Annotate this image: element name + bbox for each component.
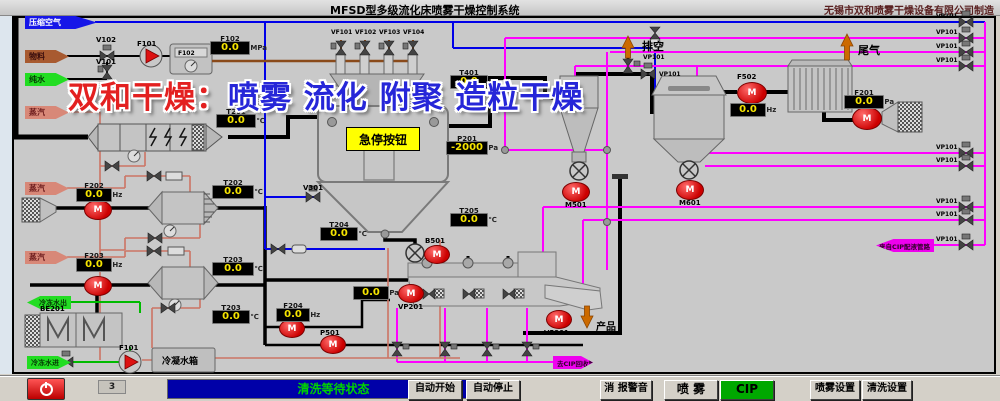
valve-label-vf101: VF101: [331, 29, 353, 36]
motor-label-p501: P501: [320, 329, 340, 337]
valve-label-vp101-r5: VP101: [936, 144, 958, 151]
arrow-cip-return: 去CIP回收管路: [553, 356, 593, 369]
product-label: 产品: [596, 322, 616, 333]
spray-button[interactable]: 喷 雾: [664, 380, 718, 400]
valve-label-vp101-r9: VP101: [936, 236, 958, 243]
arrow-chilled-in: 冷冻水进: [27, 356, 71, 369]
unit-label-be201: BE201: [40, 305, 65, 313]
pump-label-f101: F101: [137, 40, 157, 48]
watermark-blue: 喷雾 流化 附聚 造粒干燥: [228, 80, 584, 116]
power-button[interactable]: [27, 378, 65, 400]
window-title: MFSD型多级流化床喷雾干燥控制系统: [330, 4, 520, 17]
pump-p501: M: [320, 335, 346, 354]
motor-b501: M: [424, 245, 450, 264]
valve-label-vf103: VF103: [379, 29, 401, 36]
valve-label-v101: V101: [96, 58, 117, 66]
motor-v5201: M: [546, 310, 572, 329]
motor-label-f502: F502: [737, 73, 757, 81]
auto-stop-button[interactable]: 自动停止: [466, 380, 520, 400]
motor-label-b501: B501: [425, 237, 445, 245]
fan-f502: M: [737, 82, 767, 104]
arrow-material: 物料: [25, 50, 69, 63]
motor-label-vp201: VP201: [398, 303, 424, 311]
valve-label-vf104: VF104: [403, 29, 425, 36]
condensate-tank-label: 冷凝水箱: [162, 357, 199, 367]
valve-label-vp101-r4: VP101: [936, 57, 958, 64]
valve-label-vp101-r3: VP101: [936, 43, 958, 50]
motor-m501: M: [562, 182, 590, 202]
motor-m601: M: [676, 180, 704, 200]
counter-box: 3: [98, 380, 126, 394]
watermark: 双和干燥：喷雾 流化 附聚 造粒干燥: [68, 72, 583, 117]
valve-label-vf102: VF102: [355, 29, 377, 36]
unit-label-f102: F102: [178, 50, 195, 57]
clean-settings-button[interactable]: 清洗设置: [862, 380, 912, 400]
motor-label-v5201: V5201: [544, 329, 569, 337]
vent-label: 排空: [642, 40, 664, 53]
valve-label-vp101-r1: VP101: [936, 13, 958, 20]
motor-label-m601: M601: [679, 199, 701, 207]
fan-f201: M: [852, 107, 882, 130]
arrow-steam-3: 蒸汽: [25, 251, 69, 264]
mute-alarm-button[interactable]: 消 报警音: [600, 380, 652, 400]
left-strip: [0, 16, 12, 374]
arrow-pure-water: 纯水: [25, 73, 69, 86]
auto-start-button[interactable]: 自动开始: [408, 380, 462, 400]
arrow-compressed-air: 压缩空气: [25, 16, 97, 29]
valve-label-vp101-r6: VP101: [936, 157, 958, 164]
tail-gas-label: 尾气: [858, 44, 880, 57]
motor-vp201: M: [398, 284, 424, 303]
arrow-steam-2: 蒸汽: [25, 182, 69, 195]
bottom-bar: 3 清洗等待状态 自动开始 自动停止 消 报警音 喷 雾 CIP 喷雾设置 清洗…: [0, 376, 1000, 401]
spray-settings-button[interactable]: 喷雾设置: [810, 380, 860, 400]
fan-f202: M: [84, 200, 112, 220]
company-name: 无锡市双和喷雾干燥设备有限公司制造: [824, 6, 994, 17]
arrow-chilled-out: 冷冻水出: [27, 296, 71, 309]
arrow-cip-supply: 来自CIP配液管路: [876, 239, 934, 252]
watermark-red: 双和干燥：: [68, 80, 228, 116]
cip-button[interactable]: CIP: [720, 380, 774, 400]
valve-label-vp101-r8: VP101: [936, 211, 958, 218]
valve-label-vp101-r7: VP101: [936, 198, 958, 205]
fan-f203: M: [84, 276, 112, 296]
motor-label-m501: M501: [565, 201, 587, 209]
arrow-steam-1: 蒸汽: [25, 106, 69, 119]
title-bar: MFSD型多级流化床喷雾干燥控制系统 无锡市双和喷雾干燥设备有限公司制造: [0, 0, 1000, 17]
valve-label-v102: V102: [96, 36, 117, 44]
pump-label-f101b: F101: [119, 344, 139, 352]
valve-label-vp101-header: VP101: [659, 71, 681, 78]
valve-label-v301: V301: [303, 184, 324, 192]
emergency-stop-button[interactable]: 急停按钮: [346, 127, 420, 151]
valve-label-vp101-vent: VP101: [643, 54, 665, 61]
valve-label-vp101-r2: VP101: [936, 29, 958, 36]
